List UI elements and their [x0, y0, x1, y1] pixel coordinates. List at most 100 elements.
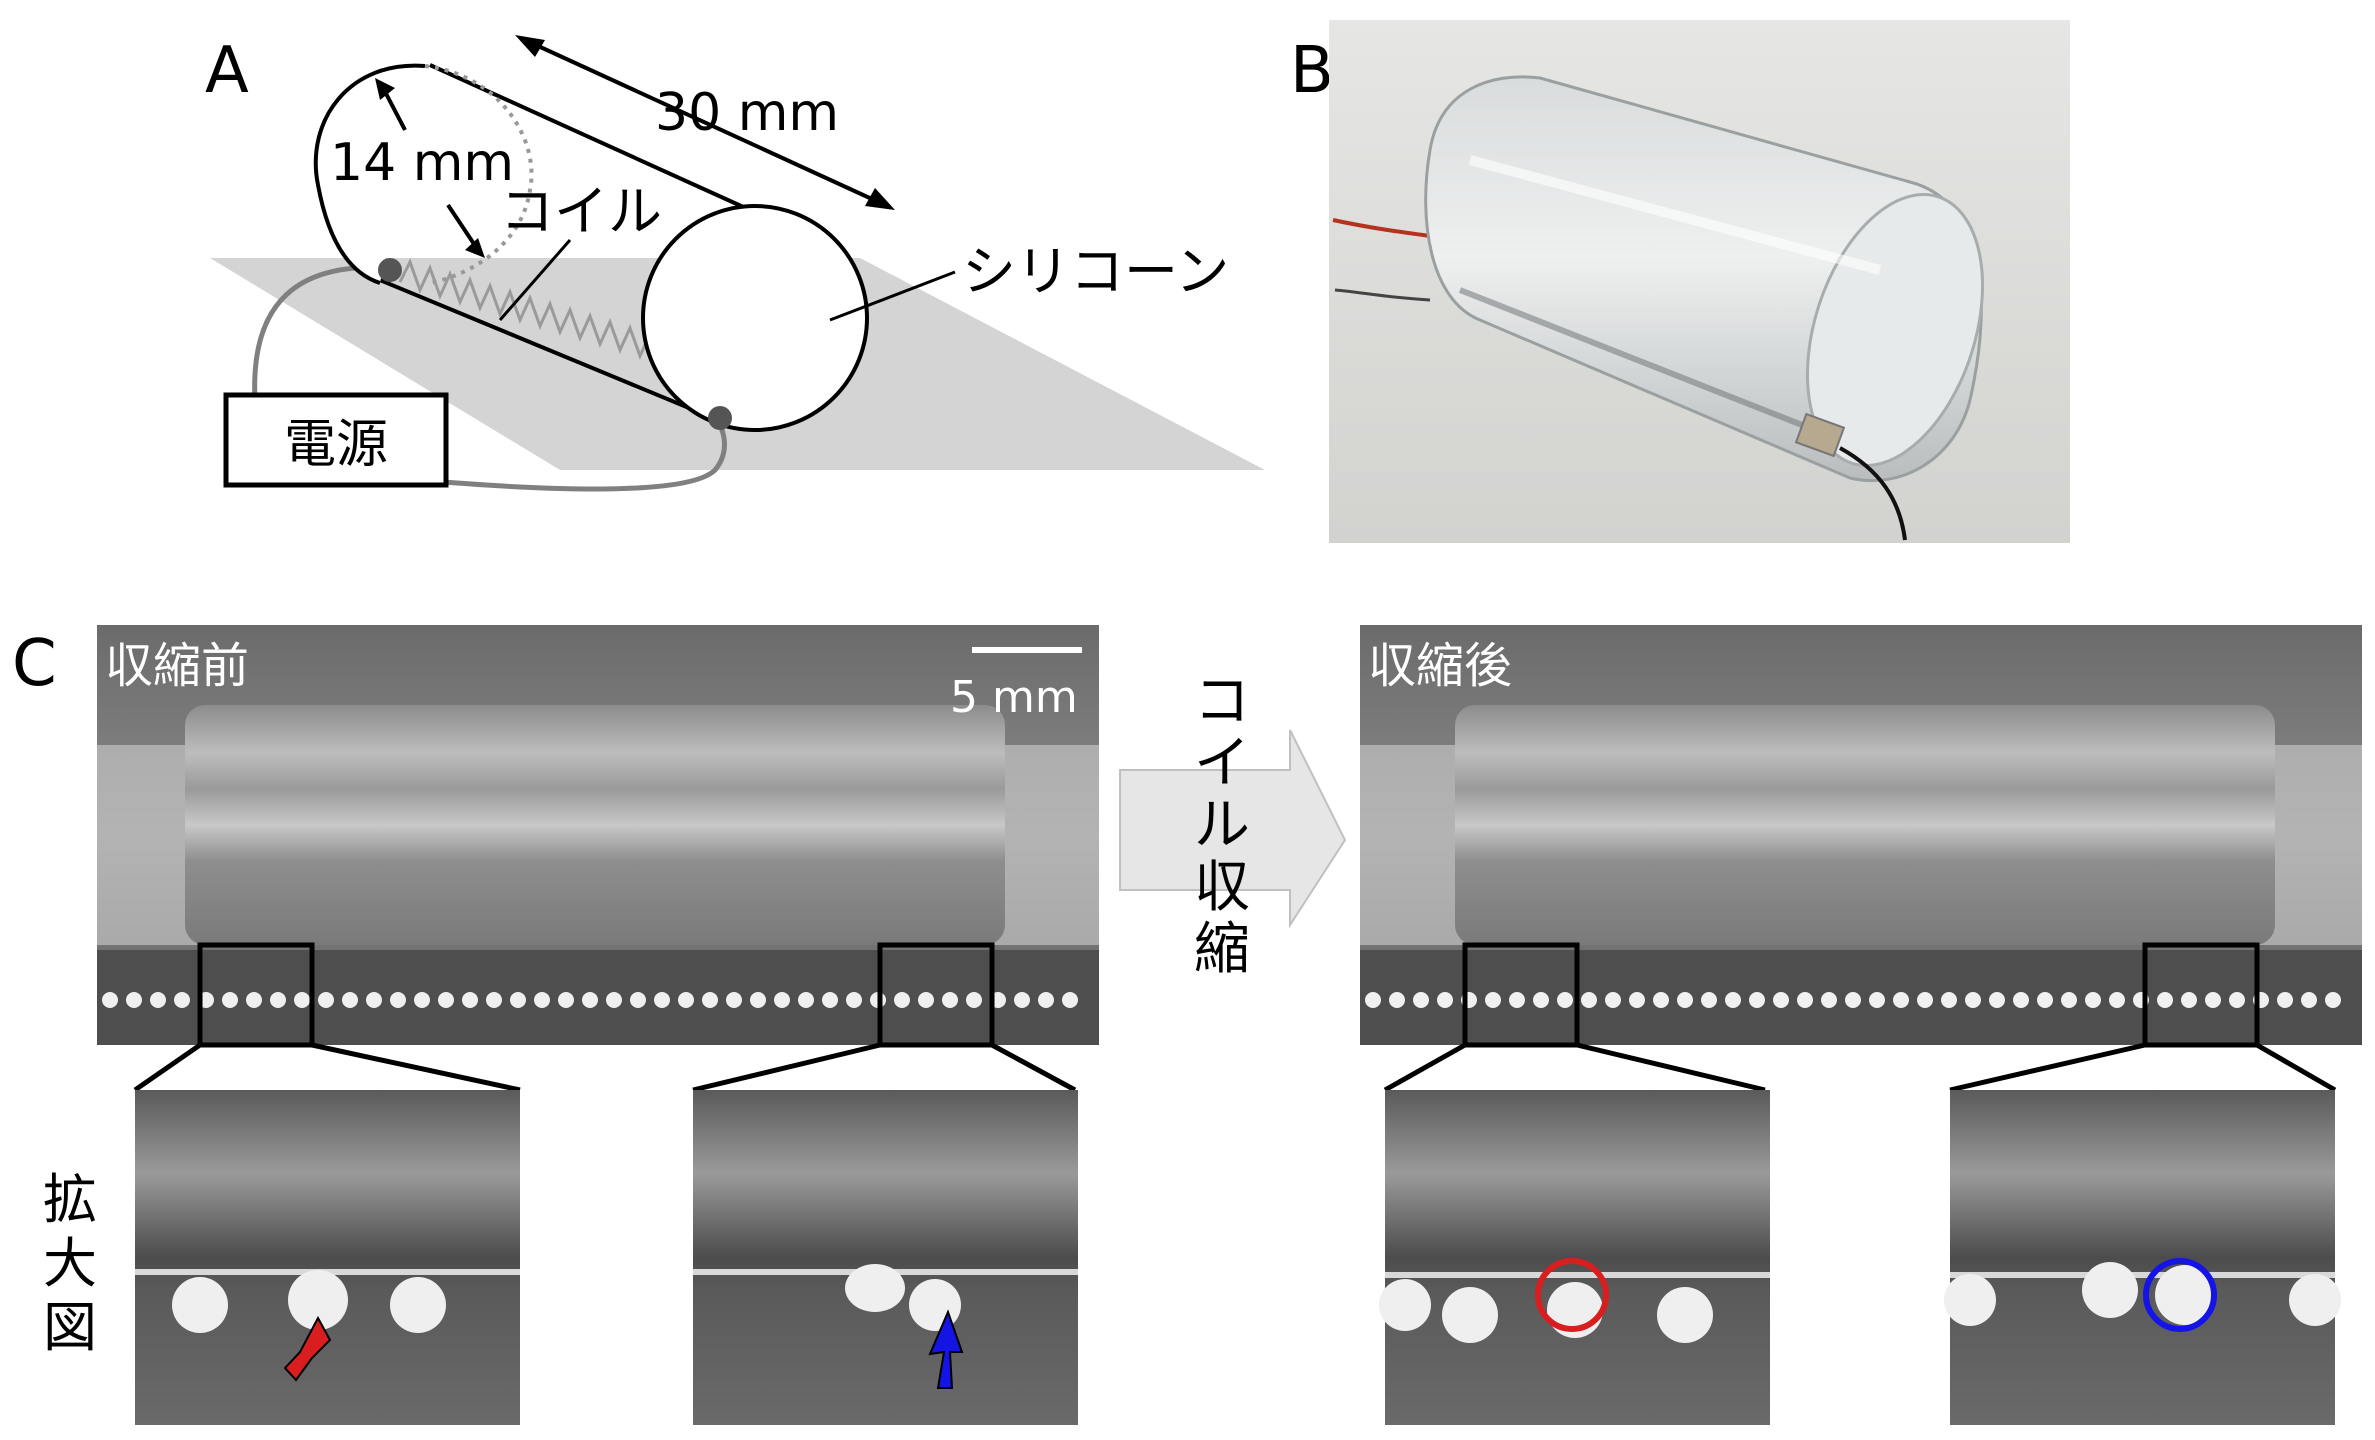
zoom-after-right — [1944, 1090, 2341, 1425]
electrode-front — [708, 406, 732, 430]
panel-c: C 収縮前 5 mm 収縮後 コ — [12, 625, 2362, 1425]
bead — [126, 992, 142, 1008]
bead — [558, 992, 574, 1008]
bead — [654, 992, 670, 1008]
blue-arrow — [928, 1309, 964, 1389]
length-dimension: 30 mm — [655, 83, 839, 143]
bead — [486, 992, 502, 1008]
bead — [774, 992, 790, 1008]
after-photo: 収縮後 — [1360, 625, 2362, 1048]
bead — [726, 992, 742, 1008]
panel-b-label: B — [1290, 34, 1334, 108]
diameter-dimension: 14 mm — [330, 133, 514, 193]
bead — [2229, 992, 2245, 1008]
bead — [390, 992, 406, 1008]
bead — [606, 992, 622, 1008]
coil-label: コイル — [500, 180, 662, 243]
zoom-box-after-left — [1462, 942, 1580, 1048]
bead — [1557, 992, 1573, 1008]
bead — [1797, 992, 1813, 1008]
bead — [2013, 992, 2029, 1008]
bead — [1581, 992, 1597, 1008]
cylinder-shadow-line — [1458, 287, 1842, 443]
bead — [1629, 992, 1645, 1008]
panel-b-photo: B — [1290, 20, 2070, 543]
bead — [414, 992, 430, 1008]
diameter-arrowhead-bottom — [465, 238, 485, 258]
bead — [2061, 992, 2077, 1008]
bead — [342, 992, 358, 1008]
bead — [1677, 992, 1693, 1008]
zoom-before-right — [693, 1090, 1078, 1425]
bead — [366, 992, 382, 1008]
blue-circle-marker — [2143, 1258, 2217, 1332]
zoom-label-2: 大 — [43, 1232, 97, 1295]
bead — [1965, 992, 1981, 1008]
silicone-leader — [829, 270, 956, 322]
zoom-box-before-right — [877, 942, 995, 1048]
bead — [174, 992, 190, 1008]
connector — [1794, 412, 1846, 458]
panel-a-diagram: A 30 mm 14 mm コイル シリコーン 電 — [205, 34, 1265, 492]
length-arrowhead-start — [515, 35, 545, 57]
bead — [1038, 992, 1054, 1008]
bead — [1773, 992, 1789, 1008]
power-box — [223, 392, 449, 488]
bead — [966, 992, 982, 1008]
arrow-text-5: 縮 — [1194, 917, 1250, 982]
bead — [150, 992, 166, 1008]
bead — [1413, 992, 1429, 1008]
length-arrowhead-end — [865, 188, 895, 210]
bead — [246, 992, 262, 1008]
bead — [630, 992, 646, 1008]
bead — [1365, 992, 1381, 1008]
bead — [2205, 992, 2221, 1008]
diameter-dim-arrow-lower — [446, 203, 480, 252]
bead — [2181, 992, 2197, 1008]
before-photo: 収縮前 5 mm — [97, 625, 1099, 1048]
bead — [942, 992, 958, 1008]
bead-row-before — [102, 992, 1078, 1008]
bead — [846, 992, 862, 1008]
bead — [1749, 992, 1765, 1008]
before-label: 収縮前 — [105, 638, 249, 694]
power-label: 電源 — [284, 415, 388, 475]
bead — [1389, 992, 1405, 1008]
cylinder-bottom-line — [374, 276, 719, 422]
bead — [462, 992, 478, 1008]
bead — [2277, 992, 2293, 1008]
bead — [822, 992, 838, 1008]
coil-leader — [498, 239, 572, 321]
red-arrow — [283, 1315, 332, 1382]
bead — [438, 992, 454, 1008]
bead — [1869, 992, 1885, 1008]
bead — [1437, 992, 1453, 1008]
electrode-back — [378, 258, 402, 282]
zoom-label-1: 拡 — [43, 1168, 97, 1231]
zoom-after-left — [1379, 1090, 1770, 1425]
bead-row-after — [1365, 992, 2341, 1008]
diameter-arrowhead-top — [375, 78, 395, 100]
arrow-text-3: ル — [1194, 793, 1250, 858]
cylinder-front-end — [641, 204, 869, 432]
bead — [1845, 992, 1861, 1008]
bead — [270, 992, 286, 1008]
bead — [222, 992, 238, 1008]
bead — [2325, 992, 2341, 1008]
red-circle-marker — [1535, 1258, 1609, 1332]
arrow-text-1: コ — [1194, 669, 1250, 734]
zoom-label-3: 図 — [43, 1296, 97, 1359]
silicone-label: シリコーン — [962, 240, 1229, 303]
zoom-box-after-right — [2142, 942, 2260, 1048]
zoom-leaders — [133, 1042, 2337, 1093]
black-wire — [1334, 288, 1431, 302]
zoom-before-left — [135, 1090, 520, 1425]
bead — [294, 992, 310, 1008]
bead — [1941, 992, 1957, 1008]
bead — [534, 992, 550, 1008]
bead — [702, 992, 718, 1008]
cylinder-highlight — [1468, 155, 1882, 275]
after-label: 収縮後 — [1368, 638, 1512, 694]
bead — [102, 992, 118, 1008]
